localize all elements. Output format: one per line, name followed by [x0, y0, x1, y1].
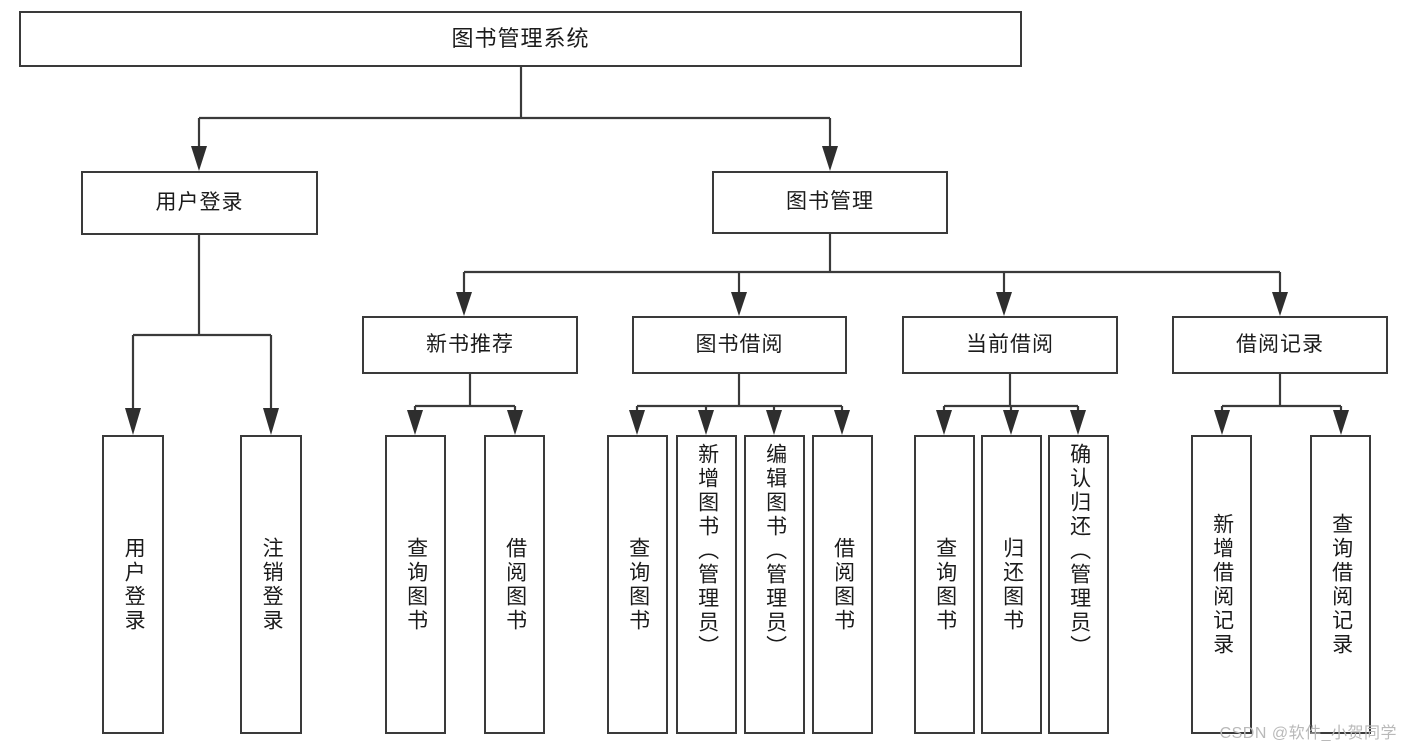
node-root-label: 图书管理系统	[451, 26, 590, 52]
node-user-login-label: 用户登录	[155, 190, 244, 214]
node-new-book-rec-label: 新书推荐	[426, 332, 514, 356]
node-user-login[interactable]: 用户登录	[81, 171, 318, 235]
node-leaf-logout[interactable]: 注销登录	[240, 435, 302, 734]
arrow-to-borrow-record	[1272, 292, 1288, 316]
node-leaf-edit-book-label: 编辑图书（管理员）	[763, 443, 787, 659]
arrow-leaf-confirm-return	[1070, 410, 1086, 435]
arrow-leaf-query-book-2	[629, 410, 645, 435]
node-leaf-borrow-book-1-label: 借阅图书	[503, 536, 527, 633]
node-leaf-query-book-2-label: 查询图书	[626, 536, 650, 633]
arrow-leaf-query-book-3	[936, 410, 952, 435]
node-leaf-confirm-return-label: 确认归还（管理员）	[1067, 443, 1091, 659]
node-leaf-query-book-1-label: 查询图书	[404, 536, 428, 633]
node-leaf-query-record-label: 查询借阅记录	[1329, 512, 1353, 657]
node-leaf-query-book-2[interactable]: 查询图书	[607, 435, 668, 734]
node-leaf-borrow-book-2-label: 借阅图书	[831, 536, 855, 633]
node-leaf-query-book-1[interactable]: 查询图书	[385, 435, 446, 734]
node-leaf-add-book[interactable]: 新增图书（管理员）	[676, 435, 737, 734]
node-leaf-add-book-label: 新增图书（管理员）	[695, 443, 719, 659]
arrow-to-book-manage	[822, 146, 838, 171]
node-leaf-user-login-label: 用户登录	[122, 536, 146, 633]
node-leaf-borrow-book-1[interactable]: 借阅图书	[484, 435, 545, 734]
node-current-borrow[interactable]: 当前借阅	[902, 316, 1118, 374]
node-leaf-confirm-return[interactable]: 确认归还（管理员）	[1048, 435, 1109, 734]
node-borrow-record[interactable]: 借阅记录	[1172, 316, 1388, 374]
node-root[interactable]: 图书管理系统	[19, 11, 1022, 67]
node-book-borrow-label: 图书借阅	[695, 332, 784, 356]
watermark-text: CSDN @软件_小贺同学	[1219, 725, 1397, 742]
arrow-leaf-add-record	[1214, 410, 1230, 435]
node-borrow-record-label: 借阅记录	[1236, 332, 1324, 356]
arrow-leaf-query-book-1	[407, 410, 423, 435]
node-leaf-user-login[interactable]: 用户登录	[102, 435, 164, 734]
node-leaf-query-book-3[interactable]: 查询图书	[914, 435, 975, 734]
arrow-leaf-borrow-book-2	[834, 410, 850, 435]
node-current-borrow-label: 当前借阅	[966, 332, 1054, 356]
node-leaf-logout-label: 注销登录	[260, 536, 284, 633]
arrow-leaf-edit-book	[766, 410, 782, 435]
node-book-manage-label: 图书管理	[786, 190, 874, 214]
node-new-book-rec[interactable]: 新书推荐	[362, 316, 578, 374]
node-book-manage[interactable]: 图书管理	[712, 171, 948, 234]
arrow-leaf-borrow-book-1	[507, 410, 523, 435]
arrow-leaf-add-book	[698, 410, 714, 435]
node-leaf-add-record[interactable]: 新增借阅记录	[1191, 435, 1252, 734]
arrow-to-new-book-rec	[456, 292, 472, 316]
arrow-leaf-return-book	[1003, 410, 1019, 435]
node-leaf-return-book-label: 归还图书	[1000, 536, 1024, 633]
node-leaf-return-book[interactable]: 归还图书	[981, 435, 1042, 734]
arrow-leaf-logout	[263, 408, 279, 435]
arrow-to-current-borrow	[996, 292, 1012, 316]
node-leaf-edit-book[interactable]: 编辑图书（管理员）	[744, 435, 805, 734]
arrow-to-user-login	[191, 146, 207, 171]
node-leaf-borrow-book-2[interactable]: 借阅图书	[812, 435, 873, 734]
arrow-to-book-borrow	[731, 292, 747, 316]
node-leaf-query-record[interactable]: 查询借阅记录	[1310, 435, 1371, 734]
node-book-borrow[interactable]: 图书借阅	[632, 316, 847, 374]
node-leaf-query-book-3-label: 查询图书	[933, 536, 957, 633]
arrow-leaf-user-login	[125, 408, 141, 435]
arrow-leaf-query-record	[1333, 410, 1349, 435]
node-leaf-add-record-label: 新增借阅记录	[1210, 512, 1234, 657]
